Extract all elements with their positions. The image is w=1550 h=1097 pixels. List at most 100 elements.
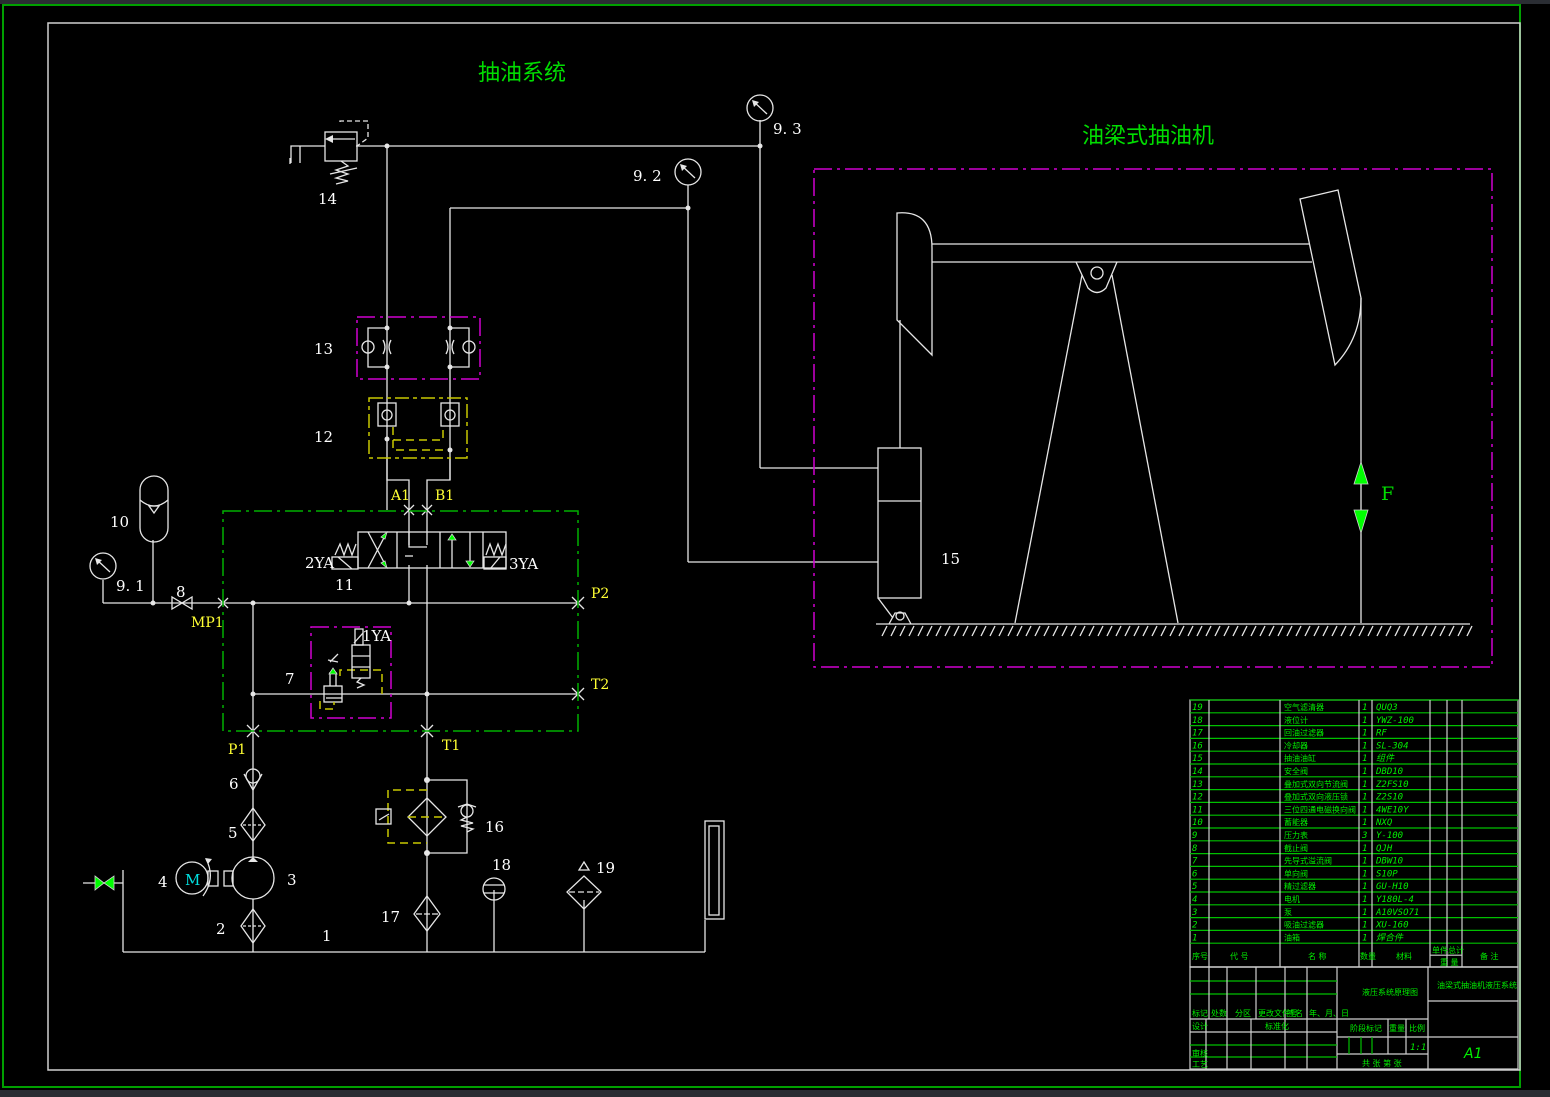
- bom-cell-material: YWZ-100: [1376, 716, 1414, 726]
- bom-cell-no: 13: [1192, 780, 1203, 790]
- bom-cell-qty: 1: [1362, 933, 1367, 943]
- bom-cell-qty: 1: [1362, 818, 1367, 828]
- bom-cell-name: 安全阀: [1284, 766, 1308, 776]
- bom-cell-material: GU-H10: [1376, 882, 1409, 892]
- bom-cell-name: 液位计: [1284, 715, 1308, 725]
- bom-cell-no: 14: [1192, 767, 1203, 777]
- hatch-line: [1187, 625, 1194, 637]
- hatch-line: [1034, 625, 1041, 637]
- hatch-line: [1097, 625, 1104, 637]
- hatch-line: [1457, 625, 1464, 637]
- suction-filter-2: 2: [216, 907, 266, 945]
- port-p1: P1: [228, 742, 246, 758]
- hatch-line: [926, 625, 933, 637]
- bom-cell-material: QUQ3: [1376, 703, 1398, 713]
- port-a1: A1: [390, 488, 410, 504]
- fine-filter-5: 5: [228, 806, 266, 843]
- hatch-line: [1061, 625, 1068, 637]
- hatch-line: [1142, 625, 1149, 637]
- hatch-line: [1052, 625, 1059, 637]
- port-markers: [217, 504, 585, 738]
- project-name: 油梁式抽油机液压系统: [1437, 980, 1517, 990]
- tb-count: 处数: [1211, 1008, 1227, 1018]
- label-1ya: 1YA: [362, 627, 391, 645]
- label-2ya: 2YA: [305, 554, 334, 572]
- return-filter-17: 17: [381, 894, 441, 933]
- pumping-unit-title: 油梁式抽油机: [1082, 124, 1214, 149]
- bom-cell-no: 17: [1192, 729, 1203, 739]
- bom-cell-material: 焊合件: [1376, 932, 1404, 943]
- bom-cell-name: 单向阀: [1284, 868, 1308, 878]
- bom-header-material: 材料: [1396, 951, 1412, 961]
- bom-cell-material: DBW10: [1375, 857, 1403, 867]
- bom-cell-name: 冷却器: [1284, 740, 1308, 750]
- port-p2: P2: [591, 586, 609, 602]
- hatch-line: [1304, 625, 1311, 637]
- hatch-line: [1178, 625, 1185, 637]
- junction-dots: [150, 143, 763, 856]
- hatch-line: [1205, 625, 1212, 637]
- bom-cell-material: NXQ: [1375, 818, 1393, 828]
- label-9-1: 9. 1: [116, 577, 145, 595]
- safety-valve-14: 14: [289, 120, 369, 208]
- hatch-line: [1268, 625, 1275, 637]
- bom-cell-material: A10VSO71: [1375, 908, 1419, 918]
- hatch-line: [1016, 625, 1023, 637]
- bom-cell-name: 叠加式双向液压锁: [1284, 792, 1348, 802]
- hatch-line: [953, 625, 960, 637]
- tb-scale: 1:1: [1410, 1043, 1426, 1053]
- label-14: 14: [318, 190, 337, 208]
- bom-cell-qty: 1: [1362, 780, 1367, 790]
- bom-cell-material: Y180L-4: [1376, 895, 1414, 905]
- bom-header-code: 代 号: [1230, 951, 1249, 961]
- bom-cell-name: 截止阀: [1284, 843, 1308, 853]
- title-block: 液压系统原理图 油梁式抽油机液压系统 标记 处数 分区 更改文件号 签名 年、月…: [1189, 966, 1519, 1070]
- hatch-line: [1466, 625, 1473, 637]
- bom-header-total: 总计: [1448, 945, 1464, 955]
- check-valve-6: 6: [229, 768, 263, 793]
- bom-cell-name: 叠加式双向节流阀: [1284, 779, 1348, 789]
- bom-cell-name: 空气滤清器: [1284, 702, 1324, 712]
- bom-cell-material: 组件: [1376, 753, 1395, 764]
- hatch-line: [1250, 625, 1257, 637]
- tb-scale-label: 比例: [1409, 1023, 1425, 1033]
- label-8: 8: [176, 583, 186, 601]
- pressure-gauge-9-3: 9. 3: [746, 94, 802, 138]
- directional-valve-11: 2YA 3YA 11: [305, 530, 538, 594]
- hatch-line: [971, 625, 978, 637]
- hatch-line: [1232, 625, 1239, 637]
- pressure-gauge-9-2: 9. 2: [633, 158, 702, 186]
- bom-cell-qty: 3: [1361, 831, 1367, 841]
- bom-header-remark: 备 注: [1480, 951, 1499, 961]
- bom-cell-material: QJH: [1376, 844, 1393, 854]
- hatch-line: [1412, 625, 1419, 637]
- hatch-line: [1331, 625, 1338, 637]
- tb-change-doc: 更改文件号: [1258, 1008, 1298, 1018]
- bom-cell-no: 6: [1192, 869, 1197, 879]
- bom-cell-no: 8: [1192, 844, 1197, 854]
- stop-valve-8: 8: [171, 583, 193, 611]
- hatch-line: [1340, 625, 1347, 637]
- tb-standardize: 标准化: [1265, 1021, 1289, 1031]
- hatch-line: [1115, 625, 1122, 637]
- bom-cell-name: 泵: [1284, 908, 1292, 917]
- bom-cell-name: 先导式溢流阀: [1284, 856, 1332, 866]
- throttle-valve-13: 13: [314, 316, 481, 380]
- label-13: 13: [314, 340, 333, 358]
- bom-cell-no: 5: [1192, 882, 1197, 892]
- bom-cell-qty: 1: [1362, 895, 1367, 905]
- hatch-line: [989, 625, 996, 637]
- hatch-line: [1133, 625, 1140, 637]
- hatch-line: [980, 625, 987, 637]
- label-4: 4: [158, 873, 168, 891]
- bom-cell-material: 4WE10Y: [1376, 805, 1409, 815]
- hatch-line: [1007, 625, 1014, 637]
- bom-cell-qty: 1: [1362, 805, 1367, 815]
- label-19: 19: [596, 859, 615, 877]
- label-11: 11: [335, 576, 354, 594]
- bom-cell-qty: 1: [1362, 754, 1367, 764]
- hatch-line: [890, 625, 897, 637]
- hatch-line: [1214, 625, 1221, 637]
